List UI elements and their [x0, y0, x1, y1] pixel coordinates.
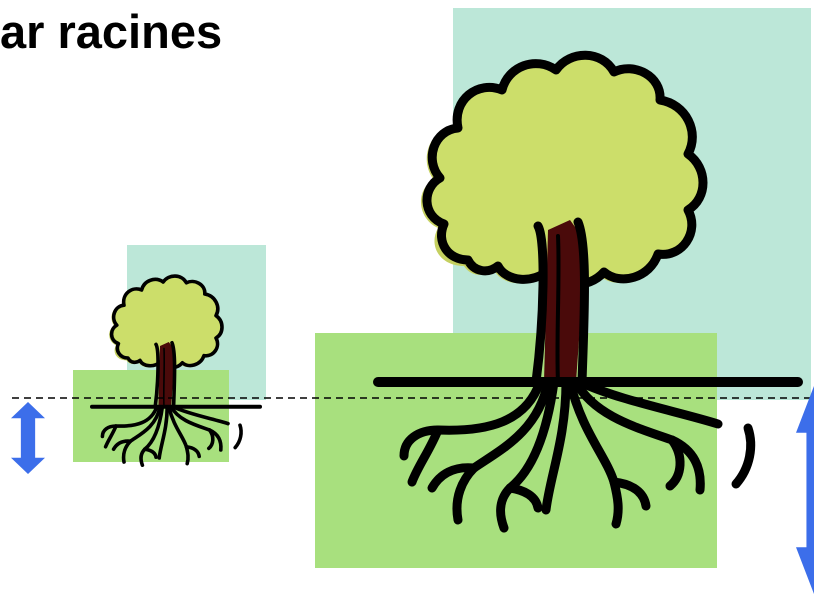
- large-soil-panel: [315, 333, 717, 568]
- small-depth-arrow-icon: [11, 402, 45, 474]
- large-depth-arrow-icon: [796, 386, 814, 594]
